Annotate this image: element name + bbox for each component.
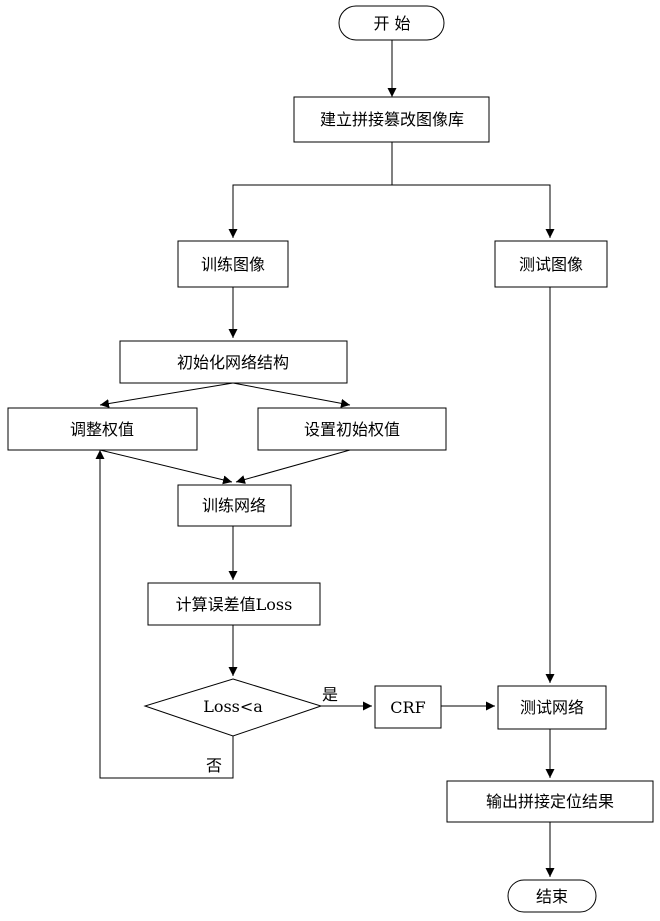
test-network-label: 测试网络 (520, 698, 584, 717)
node-decision: Loss<a (145, 679, 321, 736)
node-set-initial-weights: 设置初始权值 (258, 408, 446, 450)
test-images-label: 测试图像 (519, 255, 583, 274)
connectors (100, 40, 550, 877)
compute-loss-label: 计算误差值Loss (176, 595, 293, 614)
node-train-network: 训练网络 (178, 485, 291, 526)
build-library-label: 建立拼接篡改图像库 (320, 110, 464, 129)
arrow-build-to-train-images (233, 142, 392, 238)
arrow-adjust-to-train-network (100, 450, 232, 482)
set-initial-weights-label: 设置初始权值 (304, 420, 400, 439)
node-build-library: 建立拼接篡改图像库 (294, 97, 489, 142)
adjust-weights-label: 调整权值 (70, 420, 134, 439)
start-label: 开 始 (373, 14, 410, 33)
crf-label: CRF (390, 698, 425, 717)
arrow-init-to-adjust (100, 383, 233, 405)
no-label: 否 (206, 756, 222, 775)
output-result-label: 输出拼接定位结果 (486, 792, 614, 811)
decision-label: Loss<a (203, 697, 263, 716)
node-compute-loss: 计算误差值Loss (148, 583, 320, 625)
train-images-label: 训练图像 (201, 255, 265, 274)
node-test-images: 测试图像 (495, 241, 607, 287)
arrow-init-to-set-weights (233, 383, 350, 405)
node-adjust-weights: 调整权值 (8, 408, 197, 450)
init-network-label: 初始化网络结构 (177, 353, 289, 372)
node-crf: CRF (375, 686, 441, 728)
node-output-result: 输出拼接定位结果 (447, 781, 653, 822)
yes-label: 是 (322, 685, 338, 704)
node-start: 开 始 (339, 6, 444, 40)
arrow-build-to-test-images (392, 185, 550, 238)
node-end: 结束 (508, 880, 596, 912)
node-init-network: 初始化网络结构 (120, 341, 347, 383)
train-network-label: 训练网络 (202, 496, 266, 515)
arrow-set-weights-to-train-network (236, 450, 350, 482)
node-test-network: 测试网络 (498, 686, 606, 729)
end-label: 结束 (536, 887, 568, 906)
node-train-images: 训练图像 (178, 241, 288, 287)
